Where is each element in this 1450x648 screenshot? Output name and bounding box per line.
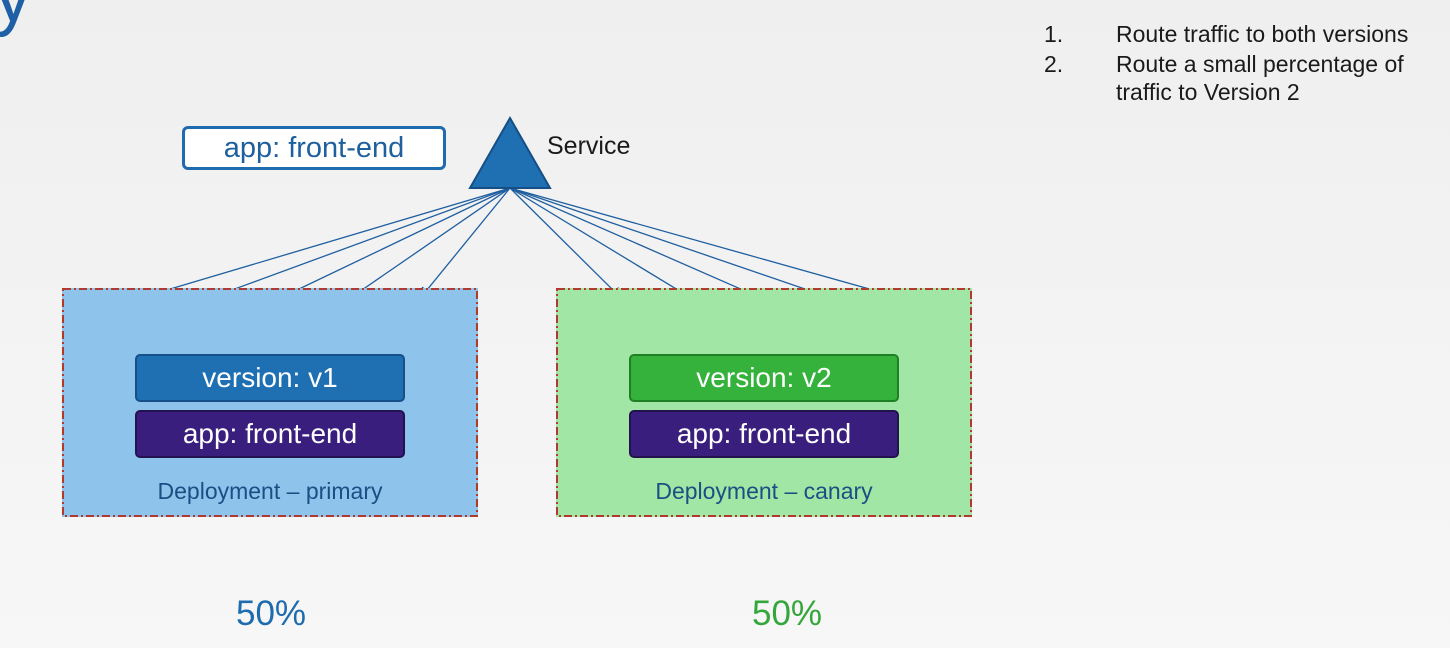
traffic-arrow [509,187,625,302]
step-number: 1. [1044,21,1064,47]
traffic-arrow [417,187,511,302]
deployment-canary-border [556,288,972,517]
traffic-arrows [130,187,913,303]
traffic-arrow [130,187,511,303]
version-label-v1: version: v1 [135,354,405,402]
step-number: 2. [1044,51,1064,77]
deployment-canary: version: v2 app: front-end Deployment – … [556,288,972,517]
app-label-canary: app: front-end [629,410,899,458]
version-label-v2: version: v2 [629,354,899,402]
step-item: 1. Route traffic to both versions [1044,20,1444,48]
traffic-percent-canary: 50% [752,594,823,633]
deployment-primary-border [62,288,478,517]
app-label-primary: app: front-end [135,410,405,458]
traffic-percent-primary: 50% [236,594,307,633]
step-item: 2. Route a small percentage of traffic t… [1044,50,1444,106]
service-selector-label: app: front-end [182,126,446,170]
traffic-arrow [274,187,511,302]
service-triangle [468,115,552,189]
deployment-primary: version: v1 app: front-end Deployment – … [62,288,478,517]
traffic-arrow [509,187,696,302]
step-text: Route a small percentage of traffic to V… [1116,51,1404,105]
traffic-arrow [509,187,840,303]
traffic-arrow [509,187,913,303]
steps-list: 1. Route traffic to both versions 2. Rou… [1044,20,1444,108]
deployment-caption-primary: Deployment – primary [157,478,383,504]
step-text: Route traffic to both versions [1116,21,1409,47]
service-label: Service [547,132,631,160]
traffic-arrow [202,187,511,302]
title-fragment: y [0,0,32,34]
traffic-arrow [346,187,511,301]
traffic-arrow [509,187,769,302]
deployment-caption-canary: Deployment – canary [655,478,873,504]
